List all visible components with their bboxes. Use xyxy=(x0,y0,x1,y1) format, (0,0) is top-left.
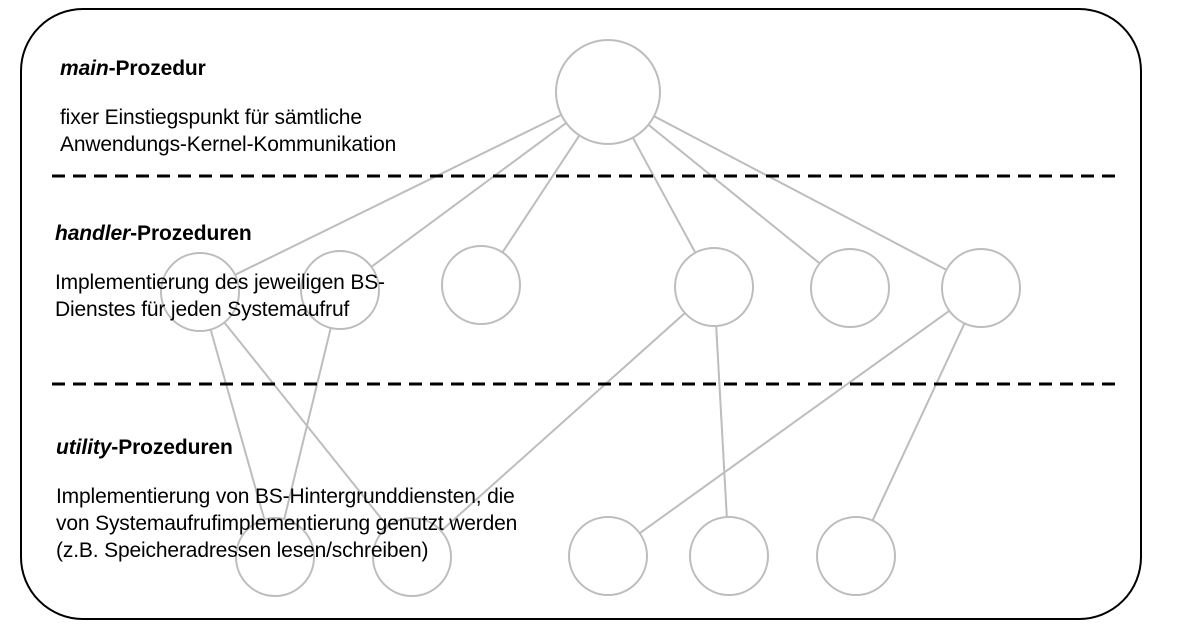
outer-frame xyxy=(20,8,1142,620)
layer-title-main: main-Prozedur xyxy=(60,55,396,82)
node-utility-u5[interactable] xyxy=(816,516,896,596)
layer-suffix-main: -Prozedur xyxy=(108,56,206,80)
edge-h1-u2 xyxy=(223,321,389,528)
layer-keyword-handler: handler xyxy=(55,221,131,245)
node-main-m1[interactable] xyxy=(555,39,661,145)
edge-h6-u3 xyxy=(639,309,950,535)
node-utility-u3[interactable] xyxy=(568,516,648,596)
edge-m1-h4 xyxy=(631,137,697,254)
nodes-group xyxy=(160,39,1021,597)
edge-m1-h5 xyxy=(647,123,821,265)
edge-h6-u5 xyxy=(871,322,966,522)
layer-title-utility: utility-Prozeduren xyxy=(56,434,517,461)
node-handler-h6[interactable] xyxy=(941,248,1021,328)
node-utility-u2[interactable] xyxy=(372,517,452,597)
layer-label-main: main-Prozedur fixer Einstiegspunkt für s… xyxy=(60,34,396,179)
layer-keyword-main: main xyxy=(60,56,109,80)
node-handler-h4[interactable] xyxy=(674,247,754,327)
edge-m1-h2 xyxy=(370,122,567,268)
edge-h4-u4 xyxy=(715,325,728,518)
node-handler-h2[interactable] xyxy=(300,250,380,330)
edge-m1-h1 xyxy=(234,113,562,276)
node-utility-u4[interactable] xyxy=(689,516,769,596)
dividers-group xyxy=(52,174,1121,386)
layer-description-handler: Implementierung des jeweiligen BS- Diens… xyxy=(55,270,385,322)
edge-h2-u1 xyxy=(283,327,332,520)
layer-suffix-utility: -Prozeduren xyxy=(111,435,233,459)
node-handler-h5[interactable] xyxy=(810,248,890,328)
node-handler-h1[interactable] xyxy=(160,252,240,332)
layer-title-handler: handler-Prozeduren xyxy=(55,220,385,247)
edges-group xyxy=(209,113,966,535)
node-utility-u1[interactable] xyxy=(235,517,315,597)
edge-m1-h3 xyxy=(501,134,581,253)
node-handler-h3[interactable] xyxy=(441,245,521,325)
layer-description-main: fixer Einstiegspunkt für sämtliche Anwen… xyxy=(60,105,397,157)
edge-m1-h6 xyxy=(653,115,947,271)
edge-h4-u2 xyxy=(440,312,686,532)
layer-label-handler: handler-Prozeduren Implementierung des j… xyxy=(55,199,385,344)
edge-h1-u1 xyxy=(209,329,266,520)
layer-description-utility: Implementierung von BS-Hintergrunddienst… xyxy=(56,484,518,563)
layer-keyword-utility: utility xyxy=(56,435,112,459)
layer-suffix-handler: -Prozeduren xyxy=(130,221,252,245)
layer-label-utility: utility-Prozeduren Implementierung von B… xyxy=(56,413,517,586)
